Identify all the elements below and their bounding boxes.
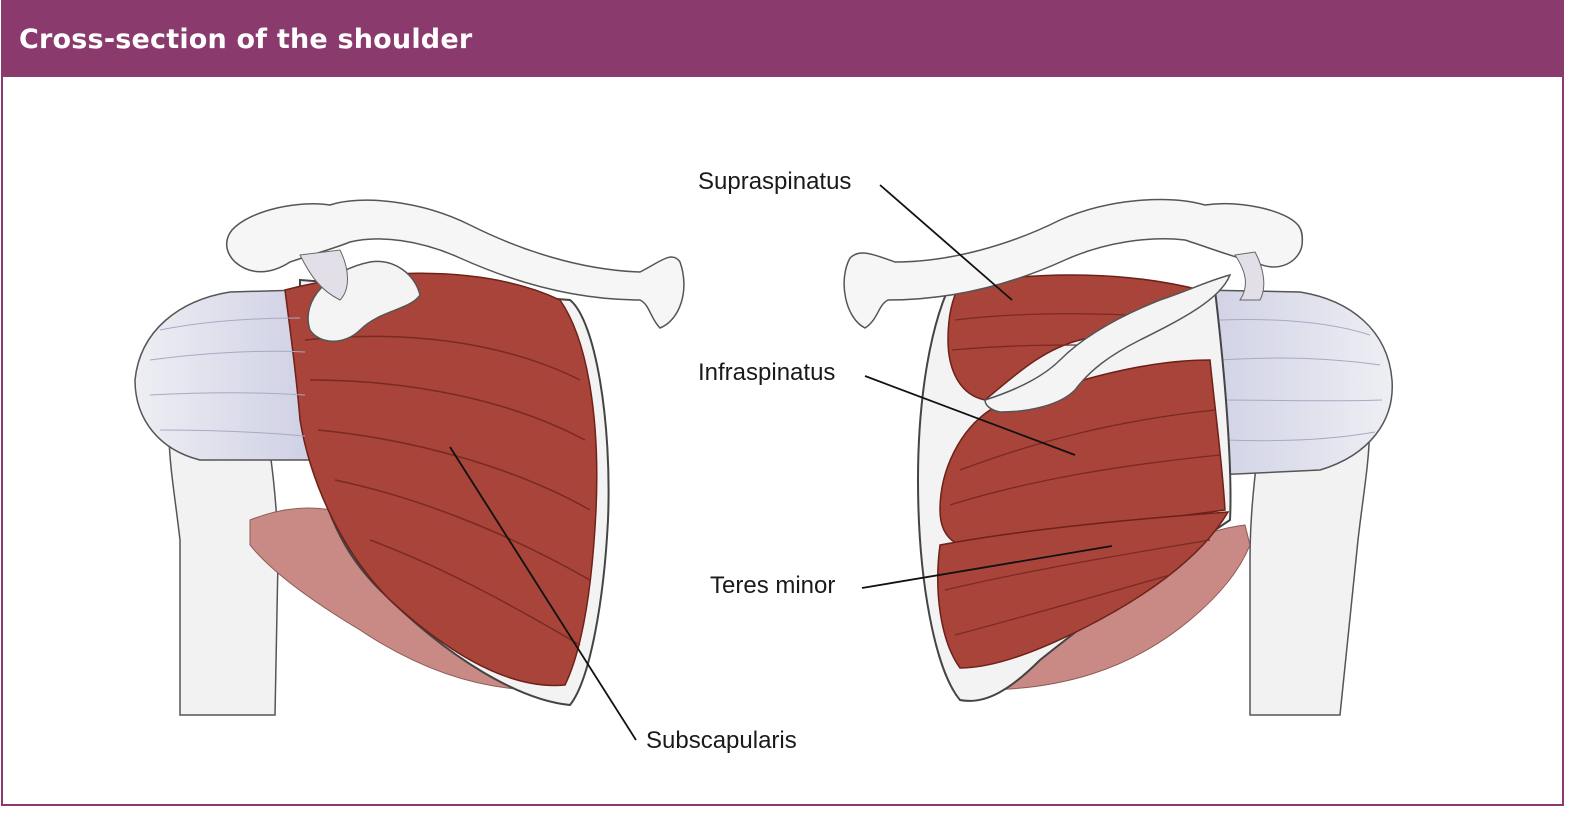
left-humeral-head bbox=[134, 289, 311, 461]
figure-title: Cross-section of the shoulder bbox=[19, 24, 473, 55]
label-teres-minor: Teres minor bbox=[710, 572, 835, 599]
leader-teres-minor bbox=[861, 545, 1113, 589]
right-supraspinatus-muscle bbox=[947, 274, 1201, 401]
right-shoulder-posterior bbox=[843, 198, 1393, 716]
right-scapular-spine bbox=[984, 273, 1232, 413]
left-shoulder-anterior bbox=[134, 199, 685, 716]
leader-supraspinatus bbox=[879, 184, 1013, 301]
right-teres-minor-muscle bbox=[937, 511, 1230, 669]
left-subscapularis-muscle bbox=[284, 272, 598, 687]
leader-lines bbox=[449, 184, 1113, 741]
figure-header: Cross-section of the shoulder bbox=[3, 2, 1562, 77]
label-supraspinatus: Supraspinatus bbox=[698, 168, 851, 195]
leader-subscapularis bbox=[449, 446, 637, 741]
label-infraspinatus: Infraspinatus bbox=[698, 359, 835, 386]
label-subscapularis: Subscapularis bbox=[646, 727, 797, 754]
leader-infraspinatus bbox=[864, 375, 1076, 456]
